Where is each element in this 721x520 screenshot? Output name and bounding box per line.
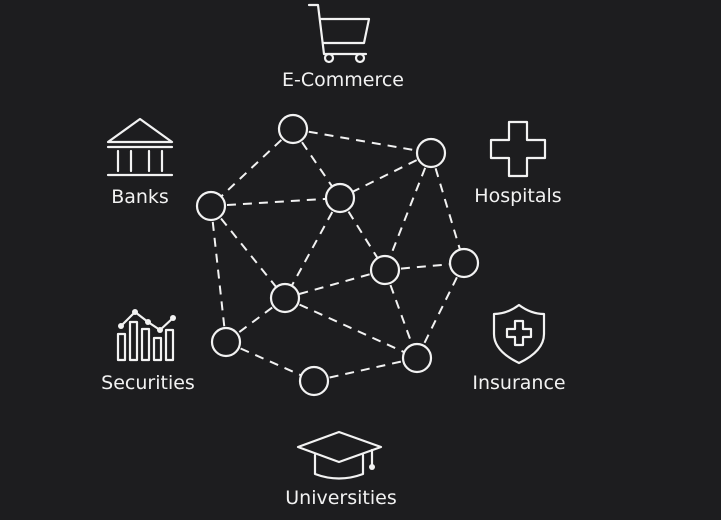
edge (210, 205, 286, 299)
edge (284, 297, 418, 359)
network-edges (210, 128, 465, 382)
network-node (277, 113, 309, 145)
category-universities: Universities (285, 430, 397, 509)
edge (210, 197, 341, 207)
shopping-cart-icon (307, 3, 371, 64)
edge (225, 297, 286, 343)
bar-chart-icon (116, 309, 176, 362)
category-label: Banks (111, 186, 169, 208)
network-node (269, 282, 301, 314)
category-securities: Securities (101, 309, 195, 394)
category-label: Securities (101, 372, 195, 394)
category-ecommerce: E-Commerce (282, 3, 404, 91)
edge (339, 152, 432, 199)
network-node (415, 137, 447, 169)
edge (384, 152, 432, 271)
edge (210, 128, 294, 207)
shield-cross-icon (492, 303, 546, 365)
edge (210, 205, 227, 343)
category-banks: Banks (106, 117, 174, 208)
category-insurance: Insurance (472, 303, 566, 394)
network-node (401, 342, 433, 374)
network-node (448, 247, 480, 279)
bank-building-icon (106, 117, 174, 177)
network-node (369, 254, 401, 286)
network-nodes (195, 113, 480, 397)
network-node (210, 326, 242, 358)
edge (284, 269, 386, 299)
network-node (298, 365, 330, 397)
category-label: Hospitals (474, 185, 561, 207)
category-label: Universities (285, 487, 396, 509)
category-label: Insurance (472, 372, 565, 394)
edge (430, 152, 465, 264)
category-hospitals: Hospitals (474, 120, 562, 207)
medical-cross-icon (489, 120, 547, 178)
edge (416, 262, 465, 359)
category-label: E-Commerce (282, 69, 404, 91)
network-node (195, 190, 227, 222)
network-node (324, 182, 356, 214)
graduation-cap-icon (296, 430, 383, 480)
edge (292, 128, 432, 154)
edge (284, 197, 341, 299)
edge (313, 357, 418, 382)
edge (225, 341, 315, 382)
